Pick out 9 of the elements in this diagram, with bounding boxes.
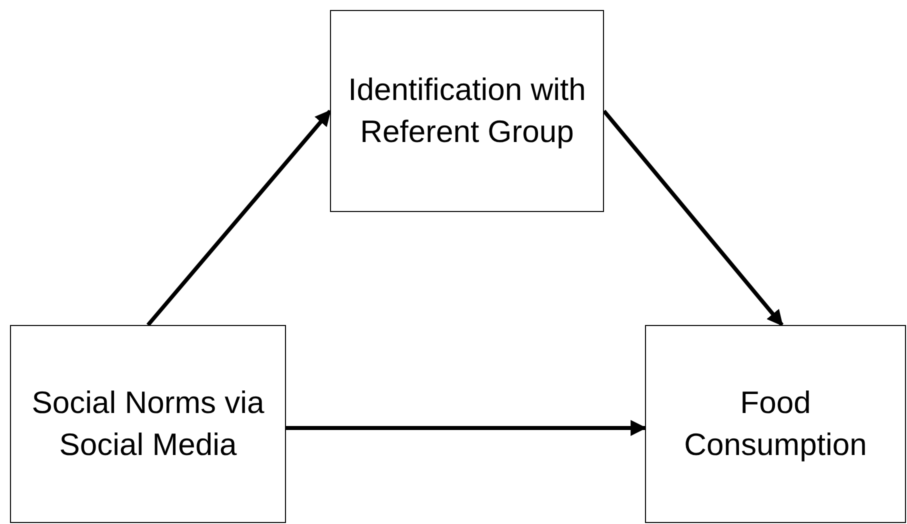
arrow xyxy=(146,110,332,326)
box-label: Social Norms via Social Media xyxy=(30,384,266,464)
box-label: Identification with Referent Group xyxy=(347,71,587,151)
process-box xyxy=(645,325,906,523)
arrow xyxy=(286,420,647,436)
process-box xyxy=(330,10,604,212)
box-label: Food Consumption xyxy=(683,384,868,464)
arrow xyxy=(602,110,784,326)
process-box xyxy=(10,325,286,523)
